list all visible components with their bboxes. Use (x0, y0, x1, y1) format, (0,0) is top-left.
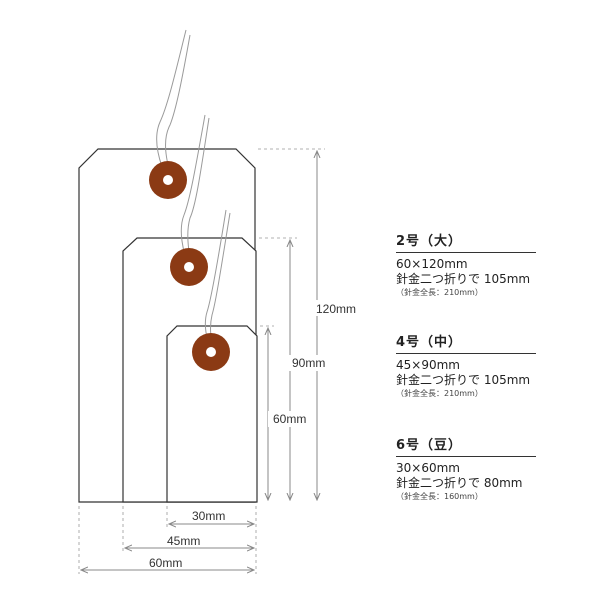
tag-large-eyelet (163, 175, 173, 185)
width-label-large: 60mm (149, 556, 182, 570)
height-extension-lines (258, 148, 325, 327)
tag-large-wire (156, 29, 191, 181)
height-label-large: 120mm (316, 302, 356, 316)
spec-wire-note: （針金全長：160mm） (396, 492, 483, 501)
spec-wire-length: 針金二つ折りで 105mm (396, 373, 531, 387)
spec-dimension: 45×90mm (396, 358, 460, 372)
tag-small-body (166, 325, 258, 503)
spec-block-large: 2号（大） 60×120mm 針金二つ折りで 105mm （針金全長：210mm… (396, 230, 536, 299)
spec-wire-note: （針金全長：210mm） (396, 389, 483, 398)
spec-title: 2号（大） (396, 230, 536, 253)
tag-small (166, 209, 258, 503)
width-extension-lines (78, 506, 257, 574)
spec-title: 6号（豆） (396, 434, 536, 457)
tag-medium-eyelet (184, 262, 194, 272)
spec-dimension: 60×120mm (396, 257, 468, 271)
spec-block-medium: 4号（中） 45×90mm 針金二つ折りで 105mm （針金全長：210mm） (396, 331, 536, 400)
tag-small-eyelet (206, 347, 216, 357)
spec-wire-length: 針金二つ折りで 80mm (396, 476, 523, 490)
spec-title: 4号（中） (396, 331, 536, 354)
spec-wire-note: （針金全長：210mm） (396, 288, 483, 297)
spec-wire-length: 針金二つ折りで 105mm (396, 272, 531, 286)
width-label-medium: 45mm (167, 534, 200, 548)
spec-dimension: 30×60mm (396, 461, 460, 475)
spec-block-small: 6号（豆） 30×60mm 針金二つ折りで 80mm （針金全長：160mm） (396, 434, 536, 503)
height-label-medium: 90mm (292, 356, 325, 370)
width-label-small: 30mm (192, 509, 225, 523)
height-label-small: 60mm (273, 412, 306, 426)
